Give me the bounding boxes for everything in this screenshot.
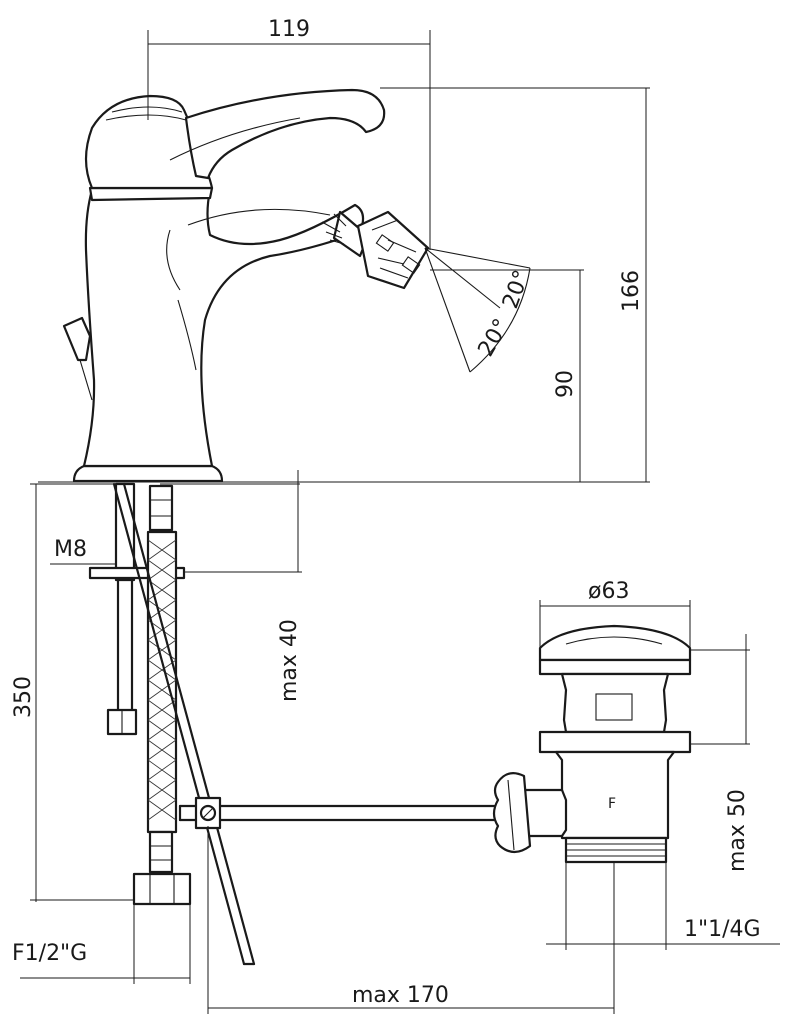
angle-lower-label: 20°: [474, 315, 515, 361]
dimension-166: 166: [380, 87, 650, 482]
length-350-label: 350: [11, 676, 36, 718]
waste-mark: F: [608, 796, 616, 812]
dimension-90: 90: [430, 269, 584, 482]
angle-upper-label: 20°: [498, 267, 535, 312]
dimension-f12g: F1/2"G: [12, 904, 191, 984]
height-166-label: 166: [619, 270, 644, 312]
max-170-label: max 170: [352, 983, 449, 1008]
dimension-max-50: max 50: [690, 634, 750, 872]
dimension-63: ø63: [539, 579, 691, 660]
dimension-m8: M8: [50, 537, 116, 565]
dimension-max-40: max 40: [160, 470, 302, 702]
f12g-label: F1/2"G: [12, 941, 87, 966]
dimension-max-170: max 170: [207, 826, 615, 1014]
max-40-label: max 40: [277, 619, 302, 702]
max-50-label: max 50: [725, 789, 750, 872]
dimension-350: 350: [11, 483, 134, 902]
m8-label: M8: [54, 537, 87, 562]
spray-angle-indicator: 20° 20°: [424, 247, 535, 373]
diameter-63-label: ø63: [588, 579, 629, 604]
mixer-body: [62, 88, 430, 483]
dimension-119: 119: [147, 17, 431, 250]
dimension-114g: 1"1/4G: [546, 862, 780, 950]
114g-label: 1"1/4G: [684, 917, 761, 942]
width-label: 119: [268, 17, 310, 42]
supply-hoses-and-rods: [88, 482, 502, 966]
height-90-label: 90: [553, 370, 578, 398]
pop-up-waste: F: [492, 624, 692, 864]
